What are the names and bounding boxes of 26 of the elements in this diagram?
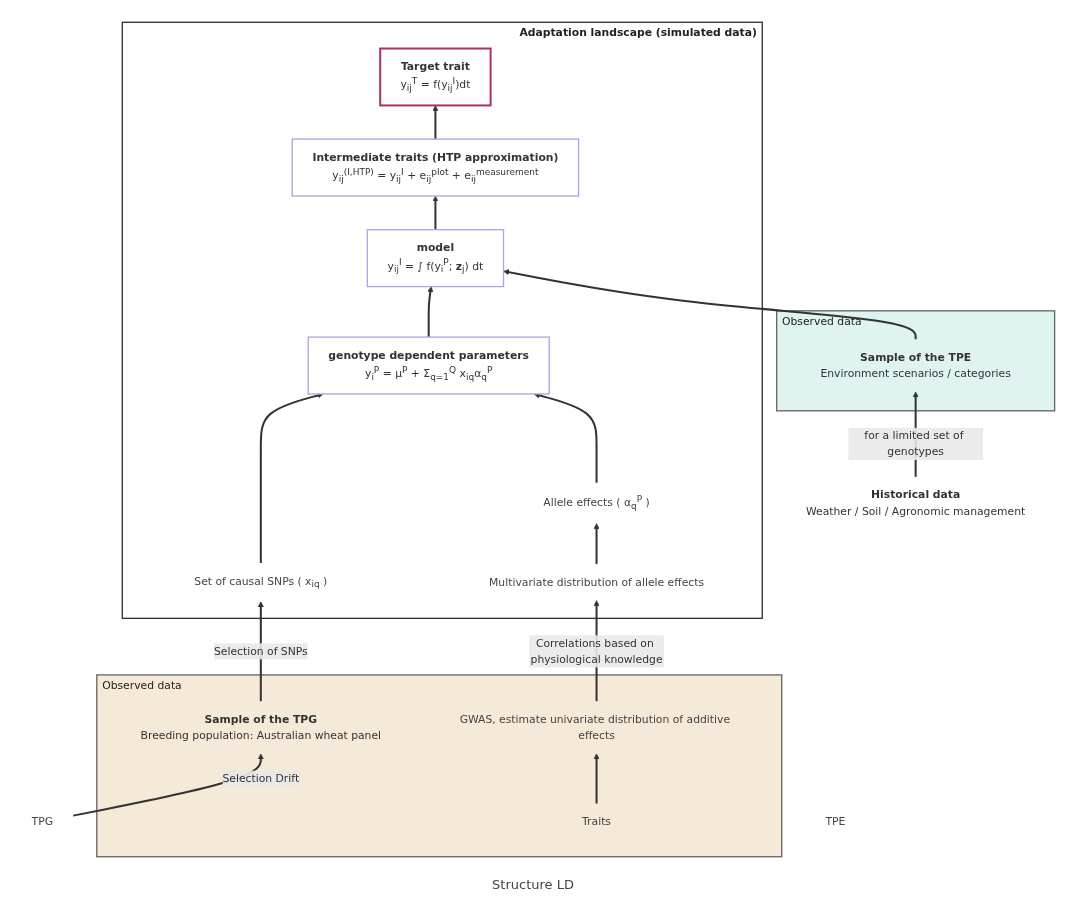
node-text: Sample of the TPE Environment scenarios / categories (820, 350, 1011, 380)
edge-label: Selection of SNPs (213, 644, 308, 658)
arrow (503, 269, 917, 340)
arrow (593, 523, 600, 565)
edge-label: Correlations based on physiological knowledge (530, 636, 663, 666)
edge-label: for a limited set of genotypes (864, 429, 964, 458)
node-text: Sample of the TPG Breeding population: Australian wheat panel (140, 712, 382, 742)
node-text: Set of causal SNPs ( x$_{iq}$ ) (194, 574, 328, 590)
arrow (427, 286, 434, 338)
note-text: Structure LD (492, 877, 574, 892)
arrow (533, 392, 598, 483)
arrow (432, 105, 439, 140)
node-text: Multivariate distribution of allele effects (489, 575, 705, 589)
node-text: Historical data Weather / Soil / Agronomic management (806, 488, 1026, 518)
arrow (593, 753, 600, 804)
node-box: model y$_{ij}$$^{I}$ = ∫ f(y$_{i}$$^{P}$; z$_{j}$) dt (366, 229, 505, 288)
node-text: TPE (825, 814, 846, 828)
node-text: Traits (582, 814, 611, 828)
arrow (257, 601, 264, 702)
node-text: GWAS, estimate univariate distribution of additive effects (459, 712, 731, 742)
edge-label: Selection Drift (222, 771, 300, 785)
node-text: Allele effects ( α$_{q}$$^{P}$ ) (543, 494, 650, 512)
arrow (259, 392, 324, 563)
node-box: Target trait y$_{ij}$$^{T}$ = f(y$_{ij}$$^{I}$)dt (379, 47, 492, 107)
arrow (432, 195, 439, 230)
node-text: TPG (31, 814, 54, 828)
